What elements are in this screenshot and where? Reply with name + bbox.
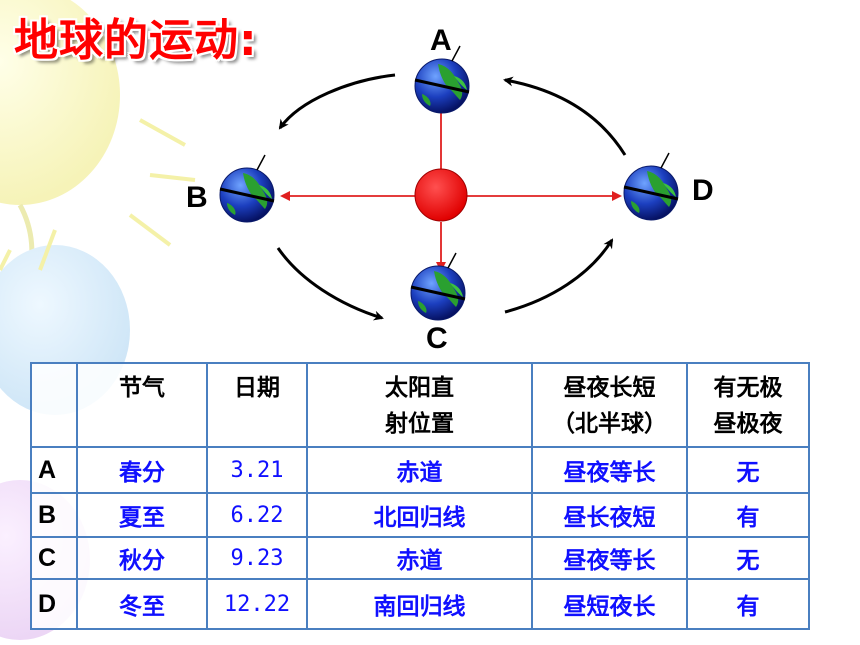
row-date: 12.22 [206,578,308,630]
earth-orbit-diagram [218,44,680,322]
orbit-arc-b-to-c [276,247,384,321]
yellow-balloon [0,0,120,205]
header-date: 日期 [206,362,308,448]
header-day-length-line2: （北半球） [552,411,667,437]
table-row: B 夏至 6.22 北回归线 昼长夜短 有 [30,492,810,538]
sun [414,168,468,222]
label-a: A [430,24,452,57]
row-daylength: 昼长夜短 [531,492,688,538]
orbit-arc-a-to-b [278,73,396,130]
header-day-length: 昼夜长短 （北半球） [531,362,688,448]
row-key: C [30,536,78,580]
row-term: 春分 [76,446,208,494]
table-row: A 春分 3.21 赤道 昼夜等长 无 [30,446,810,494]
row-polar: 无 [686,446,810,494]
table-header-row: 节气 日期 太阳直 射位置 昼夜长短 （北半球） 有无极 昼极夜 [30,362,810,448]
row-direct: 赤道 [306,446,533,494]
header-term: 节气 [76,362,208,448]
row-key: D [30,578,78,630]
header-empty [30,362,78,448]
row-date: 6.22 [206,492,308,538]
page-title: 地球的运动: [14,15,258,66]
row-daylength: 昼夜等长 [531,446,688,494]
header-polar: 有无极 昼极夜 [686,362,810,448]
solar-terms-table: 节气 日期 太阳直 射位置 昼夜长短 （北半球） 有无极 昼极夜 A 春分 3.… [30,362,810,630]
row-term: 冬至 [76,578,208,630]
row-polar: 有 [686,578,810,630]
header-day-length-line1: 昼夜长短 [563,375,656,401]
row-key: A [30,446,78,494]
row-term: 秋分 [76,536,208,580]
row-daylength: 昼夜等长 [531,536,688,580]
header-direct-line1: 太阳直 [385,375,454,401]
header-direct-position: 太阳直 射位置 [306,362,533,448]
earth-position-c [409,251,467,322]
earth-position-b [218,153,276,224]
row-polar: 无 [686,536,810,580]
table-row: D 冬至 12.22 南回归线 昼短夜长 有 [30,578,810,630]
row-direct: 赤道 [306,536,533,580]
row-polar: 有 [686,492,810,538]
row-direct: 北回归线 [306,492,533,538]
header-direct-line2: 射位置 [385,411,454,437]
sparkle-lines [0,118,196,271]
row-daylength: 昼短夜长 [531,578,688,630]
earth-position-d [622,151,680,222]
header-polar-line2: 昼极夜 [713,411,783,437]
row-term: 夏至 [76,492,208,538]
row-date: 3.21 [206,446,308,494]
label-d: D [692,174,714,207]
row-key: B [30,492,78,538]
row-date: 9.23 [206,536,308,580]
orbit-arc-d-to-a [503,76,627,156]
row-direct: 南回归线 [306,578,533,630]
table-row: C 秋分 9.23 赤道 昼夜等长 无 [30,536,810,580]
label-c: C [426,322,448,355]
orbit-arc-c-to-d [504,238,614,314]
header-polar-line1: 有无极 [713,375,783,401]
label-b: B [186,181,208,214]
